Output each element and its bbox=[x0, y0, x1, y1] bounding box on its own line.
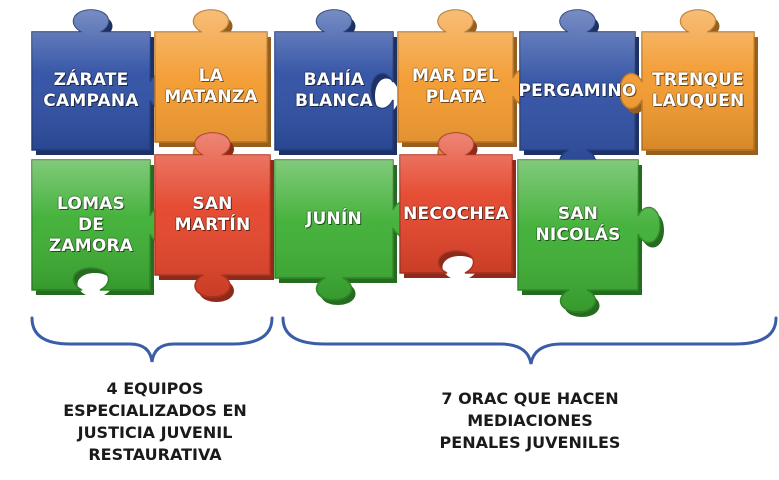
caption-left-line: ESPECIALIZADOS EN bbox=[63, 401, 247, 420]
caption-left-line: JUSTICIA JUVENIL bbox=[77, 423, 233, 442]
puzzle-piece-bahia-blanca bbox=[274, 9, 397, 155]
piece-label-line: LAUQUEN bbox=[651, 91, 745, 111]
caption-left-line: 4 EQUIPOS bbox=[106, 379, 204, 398]
caption-right-line: PENALES JUVENILES bbox=[439, 433, 621, 452]
piece-label-line: JUNÍN bbox=[306, 208, 362, 229]
puzzle-piece-necochea bbox=[399, 132, 516, 278]
piece-label-line: LA bbox=[198, 66, 224, 86]
caption-orac-mediations: 7 ORAC QUE HACEN MEDIACIONES PENALES JUV… bbox=[400, 388, 660, 454]
piece-label-line: PLATA bbox=[425, 87, 486, 107]
puzzle-piece-zarate-campana bbox=[31, 9, 176, 155]
piece-label-line: MARTÍN bbox=[174, 215, 251, 235]
left-bracket bbox=[30, 316, 274, 363]
piece-label-line: CAMPANA bbox=[43, 91, 139, 111]
piece-label-line: DE bbox=[77, 214, 105, 235]
piece-label-line: ZAMORA bbox=[48, 235, 134, 256]
piece-gloss bbox=[398, 10, 535, 164]
caption-restorative-teams: 4 EQUIPOS ESPECIALIZADOS EN JUSTICIA JUV… bbox=[40, 378, 270, 466]
piece-gloss bbox=[155, 133, 270, 297]
puzzle-piece-trenque-lauquen bbox=[619, 9, 758, 155]
piece-gloss bbox=[520, 10, 635, 172]
piece-label-line: MATANZA bbox=[164, 87, 258, 107]
piece-label-pergamino: PERGAMINO bbox=[510, 32, 645, 150]
piece-label-line: LOMAS bbox=[57, 193, 125, 214]
piece-label-line: BAHÍA bbox=[303, 70, 365, 90]
caption-right-line: 7 ORAC QUE HACEN bbox=[441, 389, 619, 408]
piece-label-line: ZÁRATE bbox=[53, 70, 129, 90]
right-bracket bbox=[281, 316, 778, 365]
piece-label-necochea: NECOCHEA bbox=[390, 155, 522, 273]
piece-gloss bbox=[32, 160, 172, 290]
piece-gloss bbox=[620, 10, 754, 150]
puzzle-piece-san-nicolas bbox=[517, 159, 664, 317]
piece-gloss bbox=[275, 10, 393, 150]
puzzle-piece-mar-del-plata bbox=[397, 9, 539, 169]
piece-label-line: SAN bbox=[557, 204, 599, 224]
piece-label-line: TRENQUE bbox=[652, 70, 744, 90]
puzzle-piece-lomas-de-zamora bbox=[31, 159, 176, 295]
piece-gloss bbox=[155, 10, 267, 164]
puzzle-piece-san-martin bbox=[154, 132, 274, 302]
caption-right-line: MEDIACIONES bbox=[467, 411, 593, 430]
piece-label-line: SAN bbox=[192, 194, 233, 214]
piece-label-junin: JUNÍN bbox=[265, 160, 403, 278]
piece-label-line: NECOCHEA bbox=[403, 203, 509, 224]
piece-gloss bbox=[518, 160, 660, 312]
piece-gloss bbox=[32, 10, 172, 150]
puzzle-piece-junin bbox=[274, 159, 419, 305]
piece-label-line: MAR DEL bbox=[411, 66, 500, 86]
caption-left-line: RESTAURATIVA bbox=[88, 445, 222, 464]
piece-label-line: BLANCA bbox=[294, 91, 373, 111]
puzzle-piece-la-matanza bbox=[154, 9, 271, 169]
puzzle-piece-pergamino bbox=[519, 9, 639, 177]
piece-label-line: PERGAMINO bbox=[518, 80, 637, 101]
piece-gloss bbox=[400, 133, 512, 273]
piece-label-line: NICOLÁS bbox=[535, 225, 621, 245]
piece-gloss bbox=[275, 160, 415, 300]
